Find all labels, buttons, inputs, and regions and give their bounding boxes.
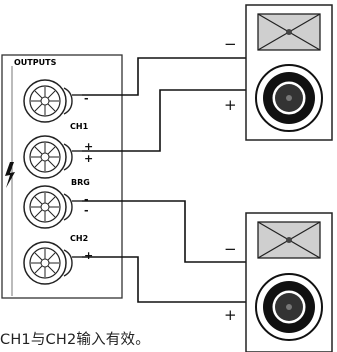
terminal-1-bottom-mark: + — [84, 140, 93, 153]
wire-ch1-minus — [82, 57, 260, 96]
speakon-connector-3 — [23, 185, 67, 229]
panel-title: OUTPUTS — [14, 58, 57, 67]
terminal-3-top-mark: - — [84, 193, 89, 206]
speakon-connector-2 — [23, 135, 67, 179]
connector-brackets — [63, 87, 82, 277]
terminal-3-bottom-mark: - — [84, 204, 89, 217]
bridge-label: BRG — [71, 178, 90, 187]
speaker-1-minus-mark: − — [224, 35, 237, 53]
wire-ch2-minus — [82, 200, 260, 263]
terminal-1-top-mark: - — [84, 92, 89, 105]
terminal-4-mark: + — [84, 249, 93, 262]
wire-ch1-plus — [82, 89, 260, 152]
terminal-2-top-mark: + — [84, 152, 93, 165]
caption-note: CH1与CH2输入有效。 — [0, 332, 150, 348]
wire-ch2-plus — [82, 256, 260, 303]
channel-2-label: CH2 — [70, 234, 88, 243]
speakon-connector-1 — [23, 79, 67, 123]
speaker-cabinet-1 — [245, 4, 333, 141]
speakon-connector-4 — [23, 241, 67, 285]
speaker-cabinet-2 — [245, 212, 333, 352]
speaker-2-minus-mark: − — [224, 240, 237, 258]
speaker-2-plus-mark: + — [224, 306, 237, 324]
speaker-1-plus-mark: + — [224, 96, 237, 114]
speaker-wires — [82, 57, 260, 303]
lightning-bolt-icon — [5, 162, 15, 188]
channel-1-label: CH1 — [70, 122, 89, 131]
